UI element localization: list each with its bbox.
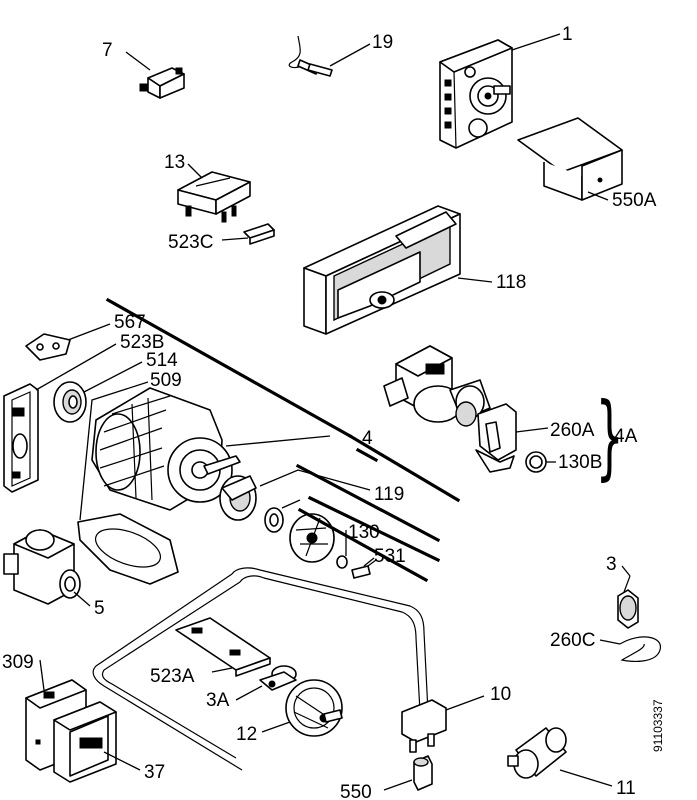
leader-11 — [559, 769, 613, 787]
part-509-gasket — [77, 513, 179, 585]
label-309: 309 — [2, 652, 34, 673]
label-5: 5 — [94, 598, 105, 619]
part-4a-pump — [383, 345, 491, 427]
label-550a: 550A — [612, 190, 657, 211]
impeller — [289, 513, 335, 563]
part-550-connector — [413, 755, 433, 791]
label-523b: 523B — [120, 332, 164, 353]
document-number: 91103337 — [651, 699, 665, 752]
leader-12 — [261, 721, 291, 733]
leader-118 — [457, 277, 493, 283]
leader-523a — [211, 667, 233, 673]
part-19-sensor — [288, 35, 333, 77]
part-531-screw — [351, 559, 377, 579]
leader-514 — [83, 361, 143, 393]
part-1-timer — [439, 39, 513, 149]
part-523b-plate — [3, 383, 39, 493]
leader-3 — [621, 565, 631, 577]
leader-260c — [599, 639, 621, 645]
leader-1 — [511, 33, 561, 51]
part-523a-plate — [175, 617, 271, 677]
part-5-valve — [3, 529, 81, 605]
part-13-switch — [177, 171, 251, 223]
leader-523b — [35, 343, 117, 391]
label-11: 11 — [616, 778, 636, 799]
leader-260a — [515, 427, 549, 433]
part-3-sensor — [617, 575, 639, 629]
label-3a: 3A — [206, 690, 230, 711]
leader-309 — [39, 659, 45, 691]
label-119: 119 — [374, 484, 404, 505]
part-3a-thermostat — [259, 665, 297, 691]
part-130-washer — [336, 555, 348, 569]
callout-labels: 7 19 1 550A 13 523C 118 567 523B 514 509… — [2, 24, 657, 800]
label-260c: 260C — [550, 630, 595, 651]
leader-119 — [259, 469, 371, 491]
bracket-4a: } — [596, 384, 624, 491]
part-260c-clip — [619, 636, 661, 663]
leader-523c — [221, 237, 249, 241]
leader-550a — [587, 191, 609, 201]
leader-19 — [329, 43, 371, 67]
leader-3a — [235, 685, 263, 701]
label-10: 10 — [490, 684, 511, 705]
part-523c-clip — [243, 223, 275, 245]
label-13: 13 — [164, 152, 185, 173]
label-567: 567 — [114, 312, 146, 333]
label-7: 7 — [102, 40, 113, 61]
leader-4 — [225, 435, 331, 447]
label-550: 550 — [340, 782, 372, 800]
label-509: 509 — [150, 370, 182, 391]
part-260a-bracket — [475, 403, 517, 473]
section-lines — [105, 297, 461, 583]
part-7-connector — [139, 67, 185, 99]
label-130: 130 — [348, 522, 380, 543]
label-37: 37 — [144, 762, 165, 783]
part-11-pump — [507, 727, 567, 779]
label-130b: 130B — [558, 452, 602, 473]
label-523a: 523A — [150, 666, 195, 687]
label-260a: 260A — [550, 420, 595, 441]
leader-567 — [67, 323, 111, 341]
leader-119b — [281, 499, 301, 509]
label-4: 4 — [362, 428, 373, 449]
leader-7 — [125, 51, 151, 71]
part-130b-ring — [525, 451, 547, 473]
leader-531 — [363, 557, 375, 567]
label-3: 3 — [606, 554, 617, 575]
part-12-motor — [285, 679, 343, 737]
part-514-seal — [53, 381, 87, 423]
part-4-motor — [91, 387, 241, 511]
part-118-dispenser — [303, 205, 461, 335]
part-119-housing — [219, 475, 284, 533]
label-531: 531 — [374, 546, 406, 567]
leader-550 — [383, 779, 413, 791]
part-567-plate — [25, 333, 71, 361]
label-523c: 523C — [168, 232, 213, 253]
leader-37 — [103, 751, 141, 771]
part-550a-cover — [517, 117, 623, 201]
leader-13 — [187, 163, 203, 179]
part-10-heater — [92, 567, 447, 771]
label-4a: 4A — [614, 426, 638, 447]
leader-5 — [73, 591, 91, 607]
label-19: 19 — [372, 32, 393, 53]
leader-509 — [79, 381, 149, 521]
label-118: 118 — [496, 272, 526, 293]
leader-10 — [445, 695, 485, 711]
label-514: 514 — [146, 350, 178, 371]
label-12: 12 — [236, 724, 257, 745]
part-37-module — [53, 701, 117, 783]
label-1: 1 — [562, 24, 573, 45]
